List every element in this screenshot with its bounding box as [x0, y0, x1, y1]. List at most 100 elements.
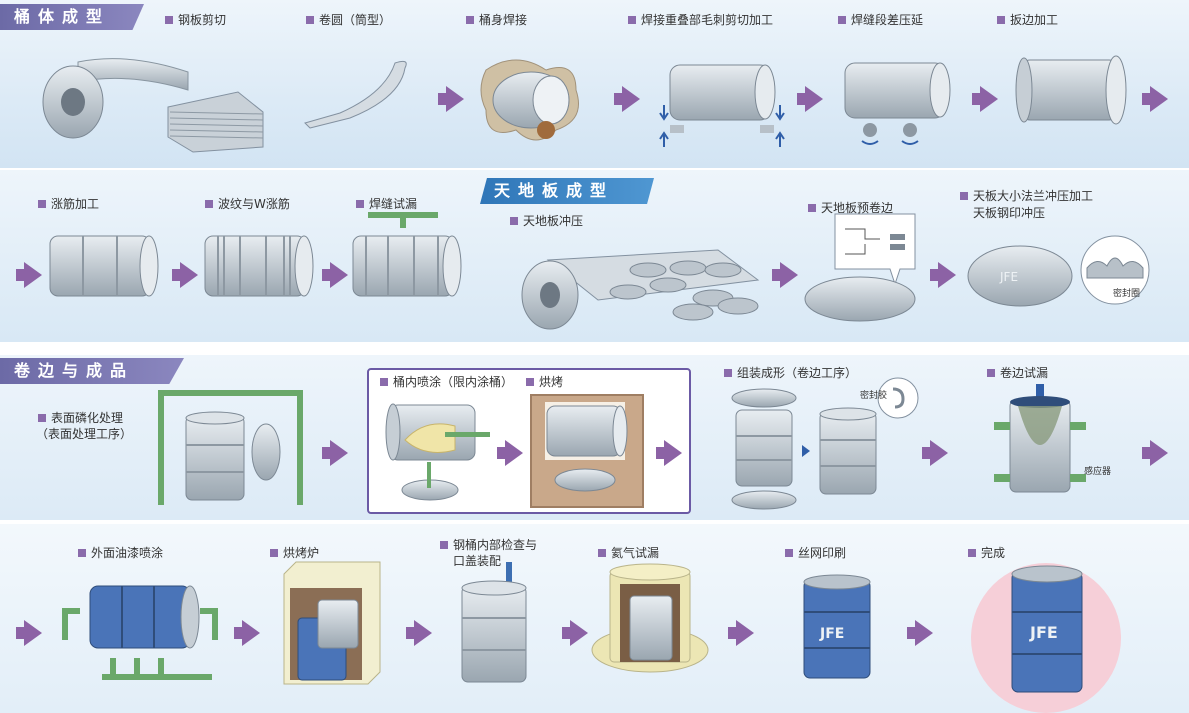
- step-text: 焊缝试漏: [369, 197, 418, 211]
- inspection-drum-illustration: [461, 562, 527, 683]
- process-arrow-icon: [322, 440, 348, 466]
- process-arrow-icon: [438, 86, 464, 112]
- step-label: 钢板剪切: [165, 12, 226, 28]
- step-label: 卷边试漏: [987, 365, 1048, 381]
- bullet-square: [356, 200, 364, 208]
- process-arrow-icon: [322, 262, 348, 288]
- bullet-square: [960, 192, 968, 200]
- bullet-square: [38, 414, 46, 422]
- finished-drum-illustration: JFE: [971, 563, 1121, 713]
- step-label: 天板钢印冲压: [973, 205, 1045, 221]
- sensor-label: 感应器: [1084, 467, 1112, 477]
- step-text: 桶内喷涂（限内涂桶）: [393, 375, 514, 389]
- process-arrow-icon: [234, 620, 260, 646]
- trimming-illustration: [659, 64, 785, 147]
- step-text: 完成: [981, 546, 1006, 560]
- seam-leak-test-illustration: [994, 384, 1086, 493]
- step-label: 完成: [968, 545, 1005, 561]
- process-arrow-icon: [907, 620, 933, 646]
- sealant-label: 密封胶: [860, 391, 888, 401]
- process-arrow-icon: [614, 86, 640, 112]
- bullet-square: [380, 378, 388, 386]
- step-text: 波纹与W涨筋: [218, 197, 290, 211]
- step-text: 卷边试漏: [1000, 366, 1049, 380]
- process-arrow-icon: [1142, 440, 1168, 466]
- step-label: 组装成形（卷边工序）: [724, 365, 857, 381]
- step-text: 天地板冲压: [523, 214, 584, 228]
- process-arrow-icon: [406, 620, 432, 646]
- bullet-square: [205, 200, 213, 208]
- welding-illustration: [480, 59, 579, 141]
- step-label: 扳边加工: [997, 12, 1058, 28]
- process-arrow-icon: [728, 620, 754, 646]
- step-label: 氦气试漏: [598, 545, 659, 561]
- bullet-square: [598, 549, 606, 557]
- step-label: （表面处理工序）: [36, 426, 132, 442]
- phosphating-illustration: [158, 390, 303, 505]
- step-text: 钢桶内部检查与: [453, 538, 538, 552]
- section-title-end-plates: 天地板成型: [480, 178, 654, 204]
- bullet-square: [724, 369, 732, 377]
- steel-coil-and-sheets-illustration: [42, 58, 264, 153]
- process-arrow-icon: [922, 440, 948, 466]
- step-label: 外面油漆喷涂: [78, 545, 163, 561]
- bullet-square: [526, 378, 534, 386]
- corrugated-drum-illustration: [204, 235, 314, 297]
- end-plate-stamping-illustration: [521, 249, 760, 330]
- drum-brand-text: JFE: [819, 626, 844, 642]
- bullet-square: [785, 549, 793, 557]
- process-arrow-icon: [930, 262, 956, 288]
- step-label: 天板大小法兰冲压加工: [960, 188, 1093, 204]
- step-label: 波纹与W涨筋: [205, 196, 290, 212]
- seaming-assembly-illustration: [731, 377, 919, 510]
- step-label: 丝网印刷: [785, 545, 846, 561]
- bullet-square: [38, 200, 46, 208]
- seam-rolling-illustration: [844, 62, 951, 145]
- step-text: 丝网印刷: [798, 546, 847, 560]
- step-label: 表面磷化处理: [38, 410, 123, 426]
- lid-stamping-illustration: JFE: [967, 235, 1150, 307]
- baking-furnace-illustration: [283, 561, 381, 685]
- step-text: 焊缝段差压延: [851, 13, 924, 27]
- step-text: 天板大小法兰冲压加工: [973, 189, 1094, 203]
- step-text: 卷圆（筒型）: [319, 13, 392, 27]
- step-text: 氦气试漏: [611, 546, 660, 560]
- brand-emboss-text: JFE: [999, 270, 1018, 284]
- step-label: 焊缝段差压延: [838, 12, 923, 28]
- bullet-square: [808, 204, 816, 212]
- screen-printed-drum-illustration: JFE: [803, 574, 871, 679]
- interior-spray-illustration: [385, 403, 490, 501]
- beaded-drum-illustration: [49, 235, 159, 297]
- step-text: 烘烤炉: [283, 546, 320, 560]
- step-text: 口盖装配: [453, 554, 502, 568]
- step-text: （表面处理工序）: [36, 427, 133, 441]
- bullet-square: [628, 16, 636, 24]
- section-title-seaming: 卷边与成品: [0, 358, 184, 384]
- step-label: 涨筋加工: [38, 196, 99, 212]
- small-arrow-icon: [802, 445, 810, 457]
- leak-test-drum-illustration: [352, 212, 462, 297]
- step-text: 钢板剪切: [178, 13, 227, 27]
- seal-section-label: 密封圈: [1113, 289, 1141, 299]
- step-label: 天地板预卷边: [808, 200, 893, 216]
- helium-leak-test-illustration: [591, 563, 709, 673]
- bullet-square: [440, 541, 448, 549]
- step-label: 桶内喷涂（限内涂桶）: [380, 374, 513, 390]
- step-text: 烘烤: [539, 375, 564, 389]
- process-arrow-icon: [562, 620, 588, 646]
- step-label: 焊接重叠部毛刺剪切加工: [628, 12, 773, 28]
- process-arrow-icon: [497, 440, 523, 466]
- process-arrow-icon: [16, 262, 42, 288]
- step-text: 扳边加工: [1010, 13, 1059, 27]
- bullet-square: [78, 549, 86, 557]
- finished-brand-text: JFE: [1029, 623, 1058, 642]
- process-arrow-icon: [972, 86, 998, 112]
- process-arrow-icon: [797, 86, 823, 112]
- section-title-drum-body: 桶体成型: [0, 4, 144, 30]
- process-arrow-icon: [16, 620, 42, 646]
- step-label: 烘烤: [526, 374, 563, 390]
- process-arrow-icon: [1142, 86, 1168, 112]
- step-text: 表面磷化处理: [51, 411, 124, 425]
- step-text: 桶身焊接: [479, 13, 528, 27]
- step-label: 天地板冲压: [510, 213, 583, 229]
